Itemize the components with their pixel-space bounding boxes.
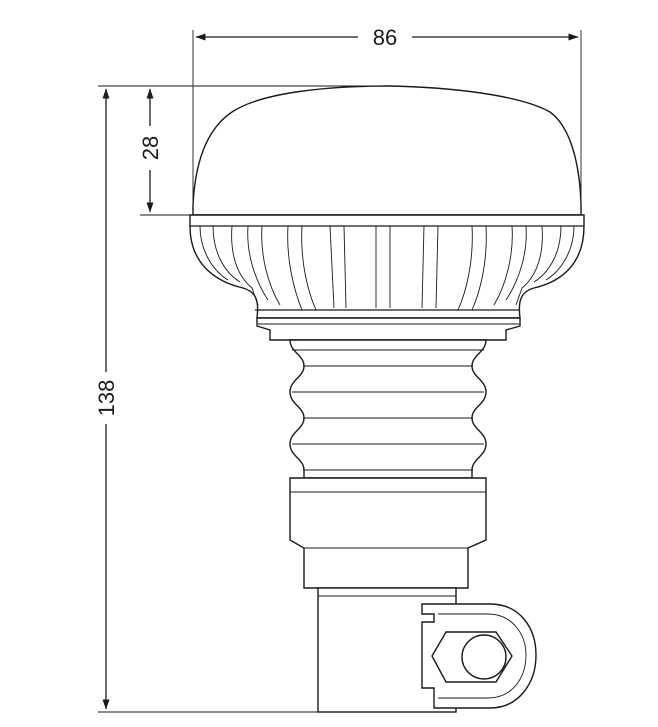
total-height-dimension: 138 (94, 85, 318, 713)
dome-height-label: 28 (138, 136, 163, 160)
width-dimension-label: 86 (373, 25, 397, 50)
base-collar (256, 317, 521, 341)
dome-lens (192, 85, 582, 216)
dome-height-dimension: 28 (138, 85, 390, 216)
width-dimension: 86 (192, 25, 582, 220)
clamp-bracket (421, 603, 537, 709)
lower-housing (289, 477, 487, 589)
flexible-stem (289, 339, 487, 479)
heat-sink-base (189, 214, 585, 319)
total-height-label: 138 (94, 380, 119, 417)
bolt-head (461, 634, 507, 680)
